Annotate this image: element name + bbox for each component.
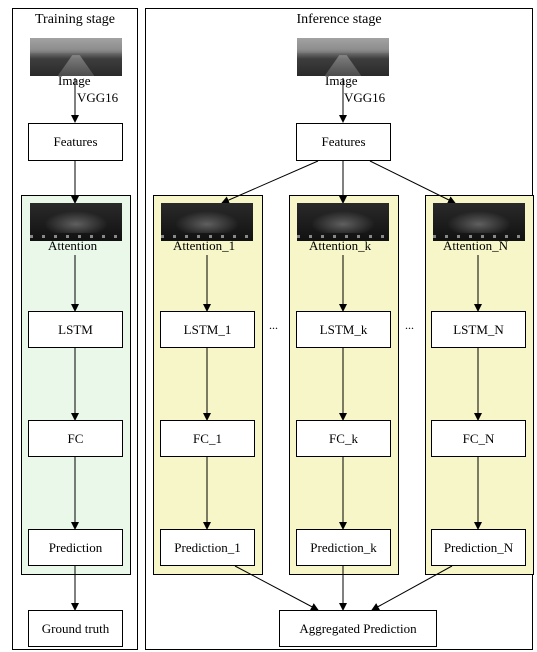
training-prediction-node: Prediction [28, 529, 123, 566]
prediction-node-k: Prediction_k [296, 529, 391, 566]
ellipsis-between-k-n: ... [405, 318, 414, 332]
training-stage-title: Training stage [35, 12, 115, 27]
fc-node-k: FC_k [296, 420, 391, 457]
lstm-node-n: LSTM_N [431, 311, 526, 348]
attention-map-n [433, 203, 525, 241]
training-attention-label: Attention [48, 238, 98, 253]
training-attention-panel [21, 195, 131, 575]
fc-node-n: FC_N [431, 420, 526, 457]
prediction-node-n: Prediction_N [431, 529, 526, 566]
training-vgg16-label: VGG16 [77, 90, 119, 105]
attention-panel-k [289, 195, 399, 575]
inference-features-node: Features [296, 123, 391, 161]
inference-road-image [297, 38, 389, 76]
inference-stage-title: Inference stage [296, 12, 382, 27]
attention-panel-1 [153, 195, 263, 575]
lstm-node-k: LSTM_k [296, 311, 391, 348]
training-features-node: Features [28, 123, 123, 161]
training-attention-map [30, 203, 122, 241]
prediction-node-1: Prediction_1 [160, 529, 255, 566]
attention-panel-n [425, 195, 534, 575]
attention-label-n: Attention_N [443, 238, 508, 253]
inference-vgg16-label: VGG16 [344, 90, 386, 105]
lstm-node-1: LSTM_1 [160, 311, 255, 348]
attention-map-k [297, 203, 389, 241]
ellipsis-between-1-k: ... [269, 318, 278, 332]
aggregated-prediction-node: Aggregated Prediction [279, 610, 437, 647]
training-lstm-node: LSTM [28, 311, 123, 348]
attention-map-1 [161, 203, 253, 241]
attention-label-1: Attention_1 [173, 238, 236, 253]
ground-truth-node: Ground truth [28, 610, 123, 647]
inference-image-label: Image [325, 73, 358, 88]
training-image-label: Image [58, 73, 91, 88]
fc-node-1: FC_1 [160, 420, 255, 457]
training-fc-node: FC [28, 420, 123, 457]
training-road-image [30, 38, 122, 76]
attention-label-k: Attention_k [309, 238, 372, 253]
